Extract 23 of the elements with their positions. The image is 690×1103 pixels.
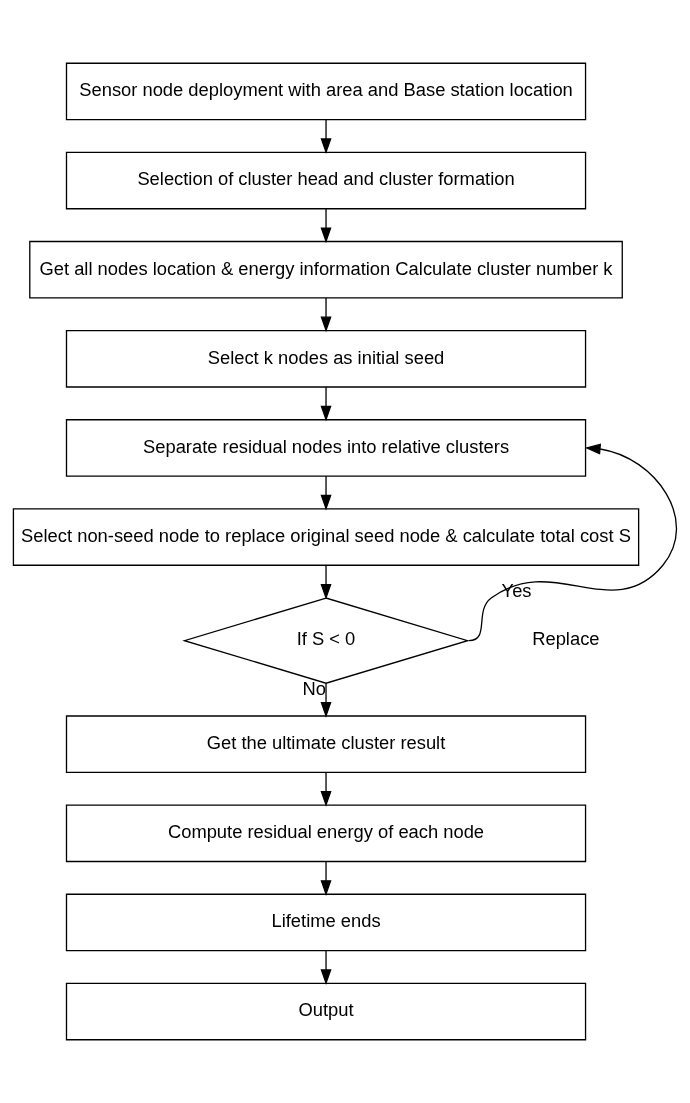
node-box: Get the ultimate cluster result [65, 715, 587, 773]
node-box: Separate residual nodes into relative clusters [65, 419, 587, 477]
arrow [320, 386, 332, 422]
node-box: Lifetime ends [65, 893, 587, 952]
arrow [320, 297, 332, 333]
arrow [320, 564, 332, 600]
arrow [320, 208, 332, 244]
arrow [320, 860, 332, 896]
node-box: Selection of cluster head and cluster formation [65, 151, 587, 210]
arrow [320, 950, 332, 986]
node-box: Select k nodes as initial seed [65, 330, 587, 388]
node-box: Sensor node deployment with area and Base station location [65, 62, 587, 121]
arrow [320, 682, 332, 718]
label: Replace [532, 628, 600, 650]
arrow [320, 771, 332, 807]
arrow [468, 443, 678, 642]
arrow [320, 475, 332, 511]
edge-label: Yes [501, 579, 532, 601]
node-box: Compute residual energy of each node [65, 804, 587, 863]
node-box: Output [65, 982, 587, 1041]
node-box: Get all nodes location & energy information Calculate cluster number k [29, 240, 623, 299]
node-box: Select non-seed node to replace original seed node & calculate total cost S [12, 508, 640, 566]
arrow [320, 118, 332, 155]
